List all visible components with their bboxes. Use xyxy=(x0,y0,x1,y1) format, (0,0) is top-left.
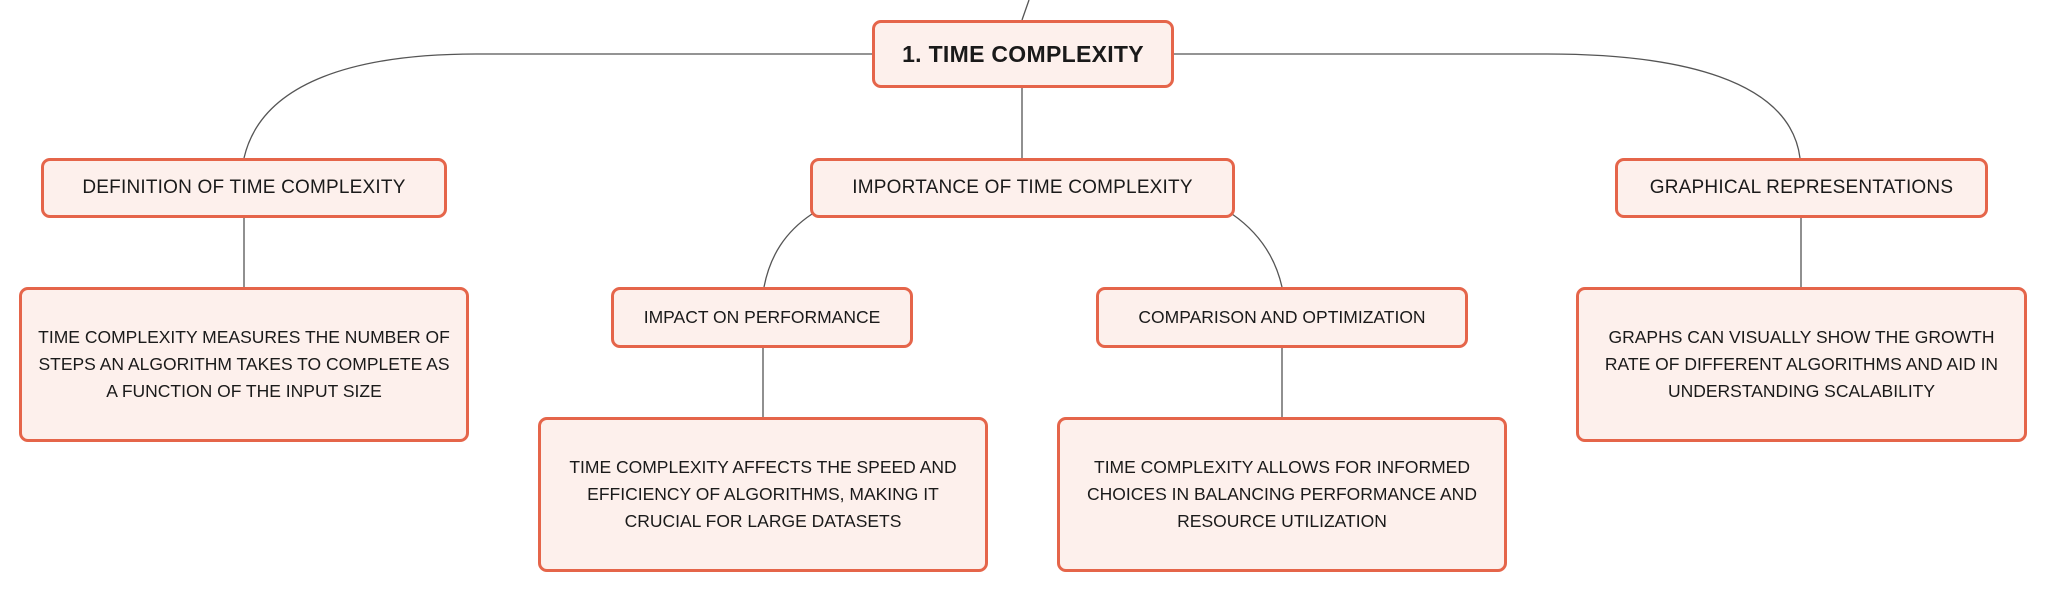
topic-label-definition: DEFINITION OF TIME COMPLEXITY xyxy=(82,177,406,198)
description-node-definition[interactable]: TIME COMPLEXITY MEASURES THE NUMBER OF S… xyxy=(19,287,469,442)
topic-label-importance: IMPORTANCE OF TIME COMPLEXITY xyxy=(852,177,1193,198)
subtopic-node-impact[interactable]: IMPACT ON PERFORMANCE xyxy=(611,287,913,348)
description-node-graphical[interactable]: GRAPHS CAN VISUALLY SHOW THE GROWTH RATE… xyxy=(1576,287,2027,442)
description-text-impact: TIME COMPLEXITY AFFECTS THE SPEED AND EF… xyxy=(569,457,957,531)
topic-node-graphical[interactable]: GRAPHICAL REPRESENTATIONS xyxy=(1615,158,1988,218)
topic-node-importance[interactable]: IMPORTANCE OF TIME COMPLEXITY xyxy=(810,158,1235,218)
description-text-definition: TIME COMPLEXITY MEASURES THE NUMBER OF S… xyxy=(38,327,450,401)
root-topic-label: 1. TIME COMPLEXITY xyxy=(902,40,1144,67)
connector-importance-to-impact xyxy=(763,213,813,288)
connector-parent-to-root xyxy=(1021,0,1030,21)
subtopic-node-comparison[interactable]: COMPARISON AND OPTIMIZATION xyxy=(1096,287,1468,348)
subtopic-label-comparison: COMPARISON AND OPTIMIZATION xyxy=(1138,307,1426,327)
topic-node-definition[interactable]: DEFINITION OF TIME COMPLEXITY xyxy=(41,158,447,218)
topic-label-graphical: GRAPHICAL REPRESENTATIONS xyxy=(1649,177,1954,198)
description-node-impact[interactable]: TIME COMPLEXITY AFFECTS THE SPEED AND EF… xyxy=(538,417,988,572)
connector-root-to-graphical xyxy=(1174,53,1801,159)
description-text-graphical: GRAPHS CAN VISUALLY SHOW THE GROWTH RATE… xyxy=(1604,327,1999,401)
connector-root-to-definition xyxy=(243,53,872,159)
description-text-comparison: TIME COMPLEXITY ALLOWS FOR INFORMED CHOI… xyxy=(1087,457,1477,531)
root-topic-node[interactable]: 1. TIME COMPLEXITY xyxy=(872,20,1174,88)
subtopic-label-impact: IMPACT ON PERFORMANCE xyxy=(643,307,881,327)
description-node-comparison[interactable]: TIME COMPLEXITY ALLOWS FOR INFORMED CHOI… xyxy=(1057,417,1507,572)
connector-importance-to-comparison xyxy=(1231,213,1283,288)
